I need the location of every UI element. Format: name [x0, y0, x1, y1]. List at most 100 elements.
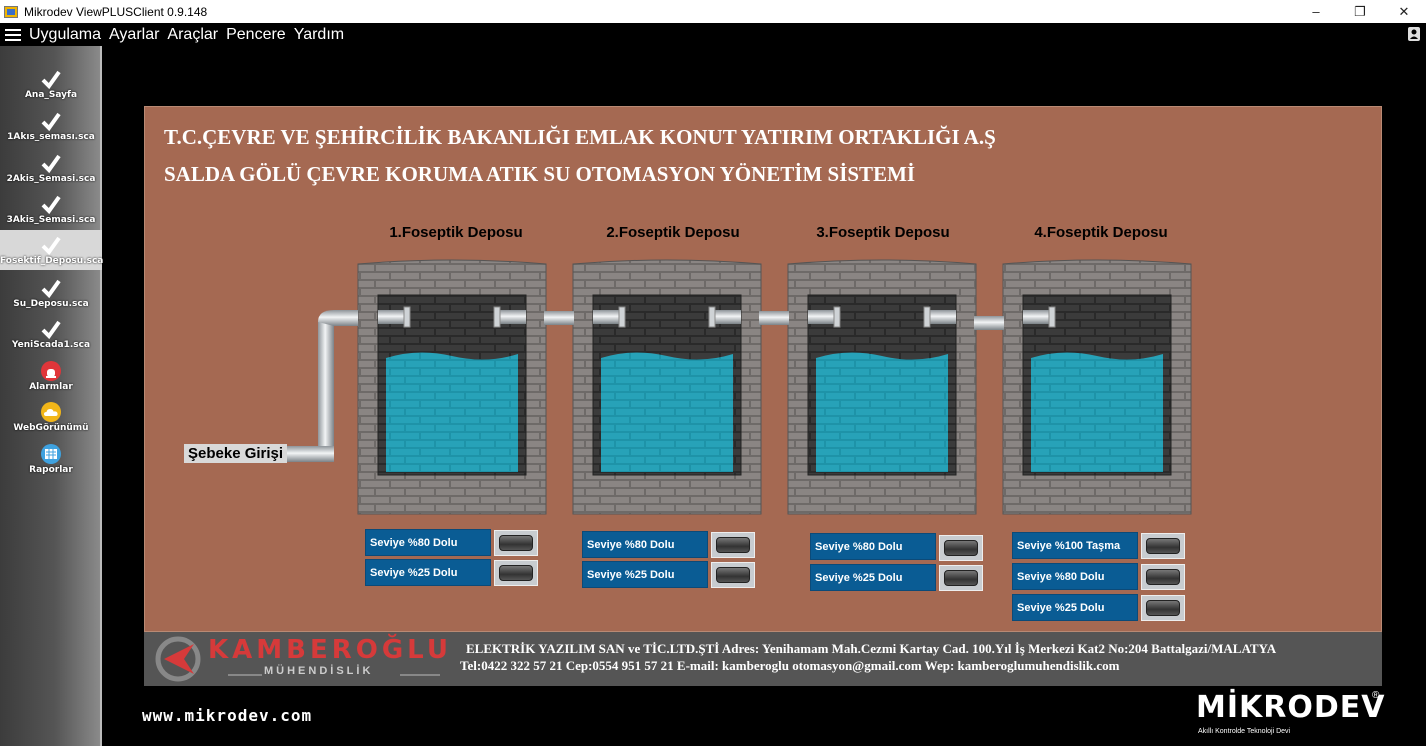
- tank-4-level-80-indicator: [1141, 564, 1185, 590]
- tank-3-title: 3.Foseptik Deposu: [816, 224, 950, 241]
- tank-2-level-80-indicator: [711, 532, 755, 558]
- sidebar-item-2akis[interactable]: 2Akis_Semasi.sca: [0, 152, 102, 184]
- website-link[interactable]: www.mikrodev.com: [142, 706, 313, 725]
- cloud-icon: [41, 402, 61, 422]
- tank-3-level-80-label: Seviye %80 Dolu: [810, 533, 936, 560]
- tank-1-inlet-flange: [403, 306, 411, 328]
- sidebar: Ana_Sayfa 1Akıs_seması.sca 2Akis_Semasi.…: [0, 46, 104, 746]
- sidebar-item-1akis[interactable]: 1Akıs_seması.sca: [0, 110, 102, 142]
- tank-4-water: [1031, 352, 1163, 472]
- company-footer: KAMBEROĞLU MÜHENDİSLİK ELEKTRİK YAZILIM …: [144, 632, 1382, 686]
- minimize-button[interactable]: –: [1312, 4, 1320, 19]
- menu-ayarlar[interactable]: Ayarlar: [109, 25, 160, 43]
- sidebar-item-raporlar[interactable]: Raporlar: [0, 443, 102, 475]
- inlet-label: Şebeke Girişi: [184, 444, 288, 463]
- menu-araclar[interactable]: Araçlar: [167, 25, 219, 43]
- check-icon: [41, 236, 61, 256]
- sidebar-item-su-deposu[interactable]: Su_Deposu.sca: [0, 277, 102, 309]
- tank-3-outlet-flange: [923, 306, 931, 328]
- check-icon: [41, 154, 61, 174]
- page-subtitle: SALDA GÖLÜ ÇEVRE KORUMA ATIK SU OTOMASYO…: [164, 162, 916, 186]
- sidebar-item-label: Ana_Sayfa: [24, 90, 78, 100]
- company-contact: Tel:0422 322 57 21 Cep:0554 951 57 21 E-…: [460, 658, 1120, 673]
- sidebar-item-label: Su_Deposu.sca: [13, 299, 89, 309]
- window-titlebar: Mikrodev ViewPLUSClient 0.9.148 – ❐ ✕: [0, 0, 1426, 23]
- tank-3-inlet-flange: [833, 306, 841, 328]
- tank-4-level-25-label: Seviye %25 Dolu: [1012, 594, 1138, 621]
- mikrodev-brand: MİKRODEV ® Akıllı Kontrolde Teknoloji De…: [1196, 690, 1386, 735]
- app-icon: [4, 5, 18, 18]
- sidebar-item-ana-sayfa[interactable]: Ana_Sayfa: [0, 68, 102, 100]
- tank-1-level-25-indicator: [494, 560, 538, 586]
- tank-1-level-80-label: Seviye %80 Dolu: [365, 529, 491, 556]
- sidebar-item-label: WebGörünümü: [13, 423, 89, 433]
- tank-2-level-80-label: Seviye %80 Dolu: [582, 531, 708, 558]
- sidebar-item-alarmlar[interactable]: Alarmlar: [0, 360, 102, 392]
- sidebar-item-label: Raporlar: [29, 465, 73, 475]
- check-icon: [41, 70, 61, 90]
- tank-1-outlet-pipe: [496, 310, 526, 324]
- check-icon: [41, 279, 61, 299]
- pipe-2-3: [759, 311, 789, 325]
- tank-1-title: 1.Foseptik Deposu: [389, 224, 523, 241]
- hamburger-menu-icon[interactable]: [5, 28, 21, 41]
- tank-4-level-25-indicator: [1141, 595, 1185, 621]
- inlet-pipe-vertical: [318, 322, 334, 450]
- sidebar-item-yeniscada1[interactable]: YeniScada1.sca: [0, 318, 102, 350]
- tank-1-level-25-label: Seviye %25 Dolu: [365, 559, 491, 586]
- check-icon: [41, 195, 61, 215]
- pipe-3-4: [974, 316, 1004, 330]
- check-icon: [41, 320, 61, 340]
- sidebar-item-fosektif-deposu[interactable]: Fosektif_Deposu.sca: [0, 230, 104, 270]
- tank-3-outlet-pipe: [926, 310, 956, 324]
- brand-registered-mark: ®: [1372, 690, 1380, 701]
- brand-slogan: Akıllı Kontrolde Teknoloji Devi: [1198, 728, 1291, 735]
- menu-bar: Uygulama Ayarlar Araçlar Pencere Yardım: [0, 23, 1426, 46]
- user-icon[interactable]: [1408, 27, 1420, 41]
- alarm-icon: [41, 361, 61, 381]
- sidebar-item-label: YeniScada1.sca: [11, 340, 91, 350]
- tank-4-title: 4.Foseptik Deposu: [1034, 224, 1168, 241]
- company-address: ELEKTRİK YAZILIM SAN ve TİC.LTD.ŞTİ Adre…: [466, 641, 1277, 656]
- tank-4-level-100-indicator: [1141, 533, 1185, 559]
- tank-3-level-25-label: Seviye %25 Dolu: [810, 564, 936, 591]
- kamberoglu-logo: [155, 636, 440, 682]
- check-icon: [41, 112, 61, 132]
- tank-3-water: [816, 352, 948, 472]
- tank-3-inlet-pipe: [808, 310, 838, 324]
- tank-4-inlet-flange: [1048, 306, 1056, 328]
- tank-2-outlet-pipe: [711, 310, 741, 324]
- menu-uygulama[interactable]: Uygulama: [29, 25, 102, 43]
- tank-2-level-25-indicator: [711, 562, 755, 588]
- maximize-button[interactable]: ❐: [1354, 3, 1366, 19]
- sidebar-item-label: 3Akis_Semasi.sca: [6, 215, 96, 225]
- tank-3-level-80-indicator: [939, 535, 983, 561]
- pipe-1-2: [544, 311, 574, 325]
- tank-2-outlet-flange: [708, 306, 716, 328]
- tank-4-level-80-label: Seviye %80 Dolu: [1012, 563, 1138, 590]
- tank-1-inlet-pipe: [378, 310, 408, 324]
- sidebar-item-label: Fosektif_Deposu.sca: [0, 256, 104, 266]
- sidebar-item-label: 1Akıs_seması.sca: [7, 132, 95, 142]
- page-title: T.C.ÇEVRE VE ŞEHİRCİLİK BAKANLIĞI EMLAK …: [164, 125, 996, 149]
- tank-3-level-25-indicator: [939, 565, 983, 591]
- menu-pencere[interactable]: Pencere: [226, 25, 286, 43]
- tank-2-title: 2.Foseptik Deposu: [606, 224, 740, 241]
- tank-2-inlet-flange: [618, 306, 626, 328]
- brand-name: MİKRODEV: [1196, 690, 1386, 725]
- report-icon: [41, 444, 61, 464]
- sidebar-item-webgorunumu[interactable]: WebGörünümü: [0, 401, 102, 433]
- tank-2-level-25-label: Seviye %25 Dolu: [582, 561, 708, 588]
- logo-subtitle: MÜHENDİSLİK: [264, 665, 374, 677]
- tank-1-outlet-flange: [493, 306, 501, 328]
- tank-1-level-80-indicator: [494, 530, 538, 556]
- window-title: Mikrodev ViewPLUSClient 0.9.148: [24, 4, 208, 19]
- menu-yardim[interactable]: Yardım: [293, 25, 345, 43]
- sidebar-item-label: Alarmlar: [29, 382, 73, 392]
- tank-1-water: [386, 352, 518, 472]
- sidebar-item-3akis[interactable]: 3Akis_Semasi.sca: [0, 193, 102, 225]
- close-button[interactable]: ✕: [1398, 3, 1410, 19]
- tank-2-water: [601, 352, 733, 472]
- logo-name: KAMBEROĞLU: [208, 635, 452, 665]
